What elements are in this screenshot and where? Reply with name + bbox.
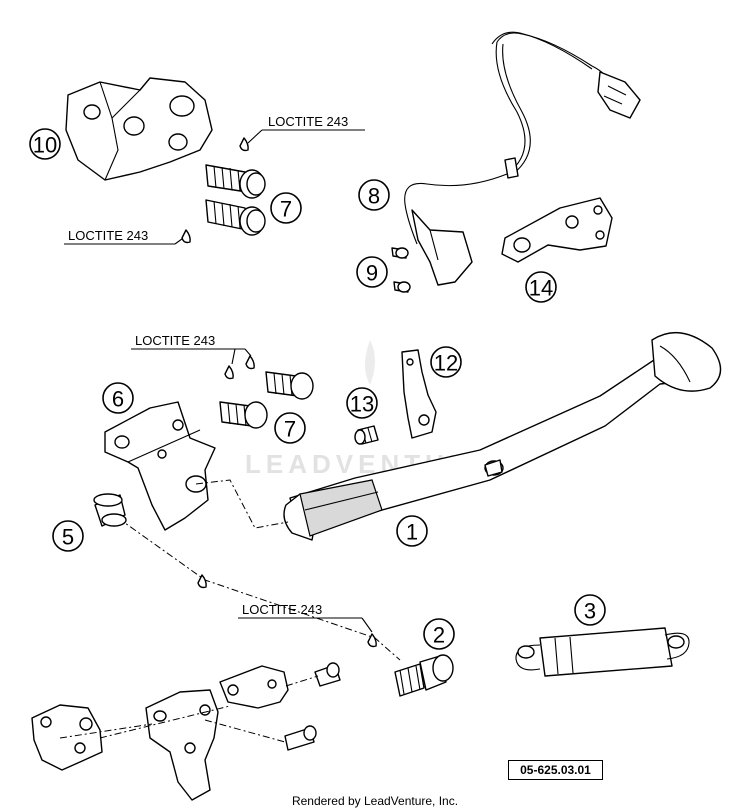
drawing-id: 05-625.03.01 — [508, 760, 603, 780]
part-8-sidestand-switch[interactable] — [404, 31, 641, 286]
part-7-screw-d[interactable] — [219, 401, 268, 429]
part-9-screws[interactable] — [391, 247, 411, 293]
callout-5-label: 5 — [62, 525, 74, 550]
part-2-stud[interactable] — [394, 654, 454, 697]
callout-8: 8 — [358, 179, 390, 211]
callout-10: 10 — [29, 128, 61, 160]
loctite-text-1: LOCTITE 243 — [268, 114, 348, 129]
callout-2: 2 — [423, 618, 455, 650]
callout-7-top: 7 — [270, 192, 302, 224]
callout-6: 6 — [102, 382, 134, 414]
callout-1-label: 1 — [406, 520, 418, 545]
callout-7-middle: 7 — [274, 412, 306, 444]
callout-12-label: 12 — [434, 351, 458, 376]
part-7-screw-c[interactable] — [265, 371, 314, 400]
loctite-label-2: LOCTITE 243 — [64, 228, 191, 245]
part-3-spring[interactable] — [515, 627, 690, 677]
callout-3-label: 3 — [584, 599, 596, 624]
loctite-label-1: LOCTITE 243 — [239, 114, 365, 152]
callout-2-label: 2 — [433, 623, 445, 648]
part-7-screw-b[interactable] — [205, 199, 266, 236]
callout-13-label: 13 — [350, 392, 374, 417]
assembly-line-2 — [117, 517, 401, 661]
callout-13: 13 — [346, 387, 378, 419]
assembly-line-1 — [195, 479, 289, 529]
callout-14-label: 14 — [529, 276, 553, 301]
loctite-label-4: LOCTITE 243 — [197, 574, 377, 648]
callout-5: 5 — [52, 520, 84, 552]
assembly-overview — [31, 662, 341, 801]
callout-12: 12 — [430, 346, 462, 378]
part-7-screw-a[interactable] — [205, 164, 266, 199]
callout-7-top-label: 7 — [280, 197, 292, 222]
callout-7-middle-label: 7 — [284, 417, 296, 442]
callout-14: 14 — [525, 271, 557, 303]
footer-credit: Rendered by LeadVenture, Inc. — [291, 794, 459, 808]
callout-9: 9 — [356, 256, 388, 288]
part-5-pin[interactable] — [93, 493, 127, 527]
callout-6-label: 6 — [112, 387, 124, 412]
loctite-text-3: LOCTITE 243 — [135, 333, 215, 348]
loctite-text-2: LOCTITE 243 — [68, 228, 148, 243]
part-6-stand-bracket[interactable] — [104, 401, 216, 531]
callout-8-label: 8 — [368, 184, 380, 209]
part-14-plate[interactable] — [501, 197, 613, 263]
loctite-text-4: LOCTITE 243 — [242, 602, 322, 617]
callout-9-label: 9 — [366, 261, 378, 286]
part-13-bolt[interactable] — [354, 425, 379, 445]
callout-3: 3 — [574, 594, 606, 626]
part-12-switch-lever[interactable] — [401, 349, 437, 439]
part-10-bracket[interactable] — [65, 77, 213, 181]
callout-1: 1 — [396, 515, 428, 547]
loctite-label-3: LOCTITE 243 — [131, 333, 255, 380]
callout-10-label: 10 — [33, 133, 57, 158]
part-1-side-stand[interactable] — [283, 331, 722, 541]
